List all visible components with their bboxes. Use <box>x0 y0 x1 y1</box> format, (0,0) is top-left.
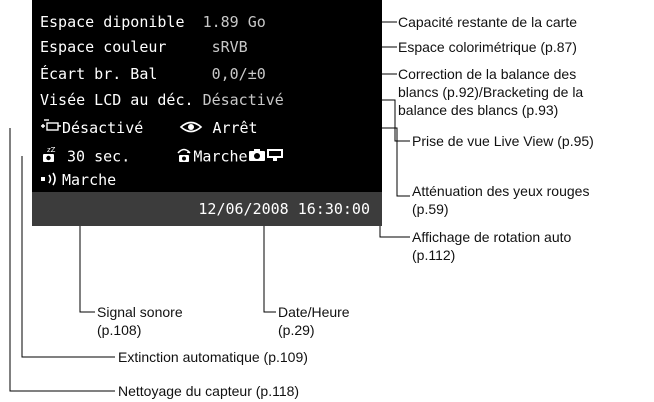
callout-correction-line1: Correction de la balance des <box>398 66 577 82</box>
screen-footer: 12/06/2008 16:30:00 <box>32 192 382 226</box>
datetime-display: 12/06/2008 16:30:00 <box>198 200 370 218</box>
callout-espace-colorimetrique: Espace colorimétrique (p.87) <box>398 39 577 55</box>
row-extinction-rotation: zZ 30 sec. Marche <box>40 145 284 167</box>
sleep-icon: zZ <box>40 145 58 169</box>
rotate-icon <box>175 145 193 169</box>
callout-yeux-line2: (p.59) <box>412 201 449 217</box>
row-espace-couleur: Espace couleur sRVB <box>40 36 248 58</box>
value-nettoyage: Désactivé <box>62 119 144 137</box>
callout-extinction: Extinction automatique (p.109) <box>118 349 308 365</box>
callout-correction-line3: balance des blancs (p.93) <box>398 102 559 118</box>
value-espace-couleur: sRVB <box>211 38 248 56</box>
value-espace-disponible: 1.89 Go <box>202 13 266 31</box>
row-nettoyage-yeux: Désactivé Arrêt <box>40 117 258 139</box>
value-signal: Marche <box>62 171 117 189</box>
value-yeux-rouges: Arrêt <box>212 119 258 137</box>
label-ecart-balance: Écart br. Bal <box>40 65 158 83</box>
value-extinction: 30 sec. <box>67 147 131 166</box>
camera-icon <box>248 146 266 168</box>
value-rotation: Marche <box>193 147 248 166</box>
speaker-icon <box>40 170 62 192</box>
callout-date-line1: Date/Heure <box>278 304 350 320</box>
callout-nettoyage: Nettoyage du capteur (p.118) <box>118 383 300 399</box>
callout-live-view: Prise de vue Live View (p.95) <box>412 133 594 149</box>
label-visee-lcd: Visée LCD au déc. <box>40 91 194 109</box>
callout-rotation-line2: (p.112) <box>412 247 456 263</box>
eye-icon <box>179 118 203 140</box>
label-espace-disponible: Espace diponible <box>40 13 185 31</box>
sensor-cleaning-icon <box>40 118 62 140</box>
svg-text:zZ: zZ <box>47 146 56 154</box>
callout-signal-line2: (p.108) <box>97 322 142 338</box>
callout-rotation-line1: Affichage de rotation auto <box>412 229 572 245</box>
callout-correction-line2: blancs (p.92)/Bracketing de la <box>398 84 584 100</box>
row-signal: Marche <box>40 169 116 191</box>
value-visee-lcd: Désactivé <box>202 91 284 109</box>
row-ecart-balance: Écart br. Bal 0,0/±0 <box>40 63 266 85</box>
camera-lcd-screen: Espace diponible 1.89 Go Espace couleur … <box>32 0 382 226</box>
callout-yeux-line1: Atténuation des yeux rouges <box>412 183 590 199</box>
row-visee-lcd: Visée LCD au déc. Désactivé <box>40 89 284 111</box>
callout-capacite: Capacité restante de la carte <box>398 14 577 30</box>
value-ecart-balance: 0,0/±0 <box>211 65 266 83</box>
callout-date-line2: (p.29) <box>278 322 315 338</box>
callout-signal-line1: Signal sonore <box>97 304 183 320</box>
row-espace-disponible: Espace diponible 1.89 Go <box>40 11 266 33</box>
label-espace-couleur: Espace couleur <box>40 38 167 56</box>
monitor-icon <box>266 146 284 168</box>
